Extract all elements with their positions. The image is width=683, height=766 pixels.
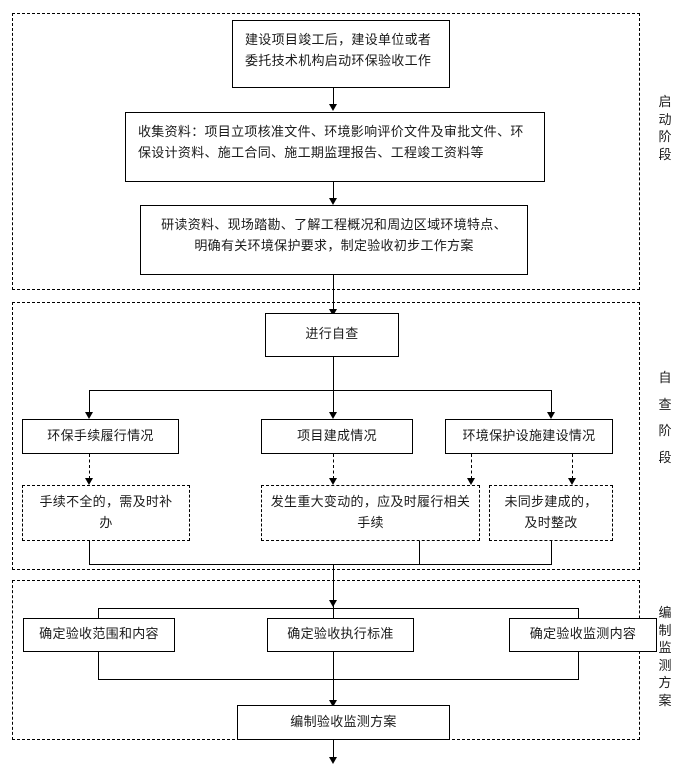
node-start-project-label: 建设项目竣工后，建设单位或者委托技术机构启动环保验收工作 <box>245 33 432 70</box>
arrowhead-check-completion <box>329 412 337 419</box>
node-self-check[interactable]: 进行自查 <box>265 313 399 357</box>
connector-scope-down <box>98 652 99 680</box>
node-check-procedures[interactable]: 环保手续履行情况 <box>22 419 179 454</box>
phase-label-monitoring-plan-char-3: 测 <box>658 658 672 674</box>
node-remedy-facilities-label: 未同步建成的，及时整改 <box>504 494 598 531</box>
connector-compile-exit <box>333 740 334 758</box>
connector-start-to-collect <box>333 88 334 105</box>
connector-bus-to-facilities <box>551 390 552 413</box>
phase-label-self-inspection-char-0: 自 <box>658 371 672 386</box>
arrowhead-check-facilities <box>547 412 555 419</box>
connector-bus-to-standard <box>333 608 334 623</box>
connector-standard-down <box>333 652 334 680</box>
connector-bus-to-procedures <box>89 390 90 413</box>
node-remedy-facilities[interactable]: 未同步建成的，及时整改 <box>489 485 613 541</box>
node-remedy-changes[interactable]: 发生重大变动的，应及时履行相关手续 <box>261 485 480 541</box>
connector-monitoring-fanout-bus <box>98 608 578 609</box>
node-check-completion-label: 项目建成情况 <box>297 428 377 444</box>
connector-study-to-selfcheck <box>333 275 334 310</box>
connector-bus-to-monitor-content <box>578 608 579 623</box>
phase-label-startup-char-1: 动 <box>658 112 672 128</box>
phase-label-self-inspection: 自 查 阶 段 <box>652 370 678 476</box>
arrowhead-compile-plan <box>329 700 337 707</box>
node-exec-standard[interactable]: 确定验收执行标准 <box>267 618 414 652</box>
phase-label-self-inspection-char-2: 阶 <box>658 424 672 440</box>
connector-facilities-to-remedy-changes <box>471 454 472 479</box>
phase-label-monitoring-plan-char-1: 制 <box>658 623 672 639</box>
node-check-completion[interactable]: 项目建成情况 <box>261 419 413 454</box>
node-remedy-procedures[interactable]: 手续不全的，需及时补办 <box>22 485 190 541</box>
connector-completion-to-remedy <box>333 454 334 479</box>
arrowhead-study-materials <box>329 198 337 205</box>
arrowhead-monitoring-trunk <box>329 600 337 607</box>
node-monitor-content[interactable]: 确定验收监测内容 <box>509 618 657 652</box>
node-collect-materials[interactable]: 收集资料：项目立项核准文件、环境影响评价文件及审批文件、环保设计资料、施工合同、… <box>125 112 545 182</box>
arrowhead-remedy-facilities <box>568 478 576 485</box>
connector-facilities-to-remedy-facilities <box>572 454 573 479</box>
arrowhead-self-check <box>329 309 337 316</box>
connector-selfcheck-bus <box>89 390 551 391</box>
node-remedy-procedures-label: 手续不全的，需及时补办 <box>39 494 173 531</box>
phase-label-startup-char-2: 阶 <box>658 130 672 146</box>
arrowhead-check-procedures <box>85 412 93 419</box>
node-study-materials[interactable]: 研读资料、现场踏勘、了解工程概况和周边区域环境特点、明确有关环境保护要求，制定验… <box>140 205 528 275</box>
connector-procedures-to-remedy <box>89 454 90 479</box>
arrowhead-collect-materials <box>329 104 337 111</box>
node-monitor-content-label: 确定验收监测内容 <box>529 627 637 643</box>
phase-label-monitoring-plan: 编 制 监 测 方 案 <box>652 605 678 710</box>
phase-label-self-inspection-char-1: 查 <box>658 397 672 413</box>
connector-monitoring-merge-bus <box>98 679 579 680</box>
node-start-project[interactable]: 建设项目竣工后，建设单位或者委托技术机构启动环保验收工作 <box>232 20 450 88</box>
arrowhead-remedy-changes-alt <box>467 478 475 485</box>
connector-bus-to-completion <box>333 390 334 413</box>
arrowhead-flow-exit <box>329 757 337 764</box>
phase-label-monitoring-plan-char-4: 方 <box>658 676 672 692</box>
node-compile-plan-label: 编制验收监测方案 <box>290 714 397 730</box>
connector-remedy-facilities-down <box>551 541 552 565</box>
node-remedy-changes-label: 发生重大变动的，应及时履行相关手续 <box>270 494 471 531</box>
node-check-procedures-label: 环保手续履行情况 <box>47 428 154 444</box>
phase-label-startup: 启 动 阶 段 <box>652 94 678 164</box>
arrowhead-remedy-procedures <box>85 478 93 485</box>
connector-remedy-procedures-down <box>89 541 90 565</box>
node-collect-materials-label: 收集资料：项目立项核准文件、环境影响评价文件及审批文件、环保设计资料、施工合同、… <box>138 125 524 162</box>
phase-label-startup-char-3: 段 <box>658 147 672 163</box>
node-exec-standard-label: 确定验收执行标准 <box>287 627 394 643</box>
phase-container-startup <box>12 13 640 290</box>
connector-remedy-merge-bus <box>89 564 552 565</box>
node-scope-content-label: 确定验收范围和内容 <box>39 627 159 643</box>
phase-label-startup-char-0: 启 <box>658 95 672 110</box>
connector-collect-to-study <box>333 182 334 199</box>
connector-selfcheck-to-monitoring <box>333 564 334 608</box>
phase-label-monitoring-plan-char-0: 编 <box>658 606 672 621</box>
node-scope-content[interactable]: 确定验收范围和内容 <box>23 618 175 652</box>
node-check-facilities[interactable]: 环境保护设施建设情况 <box>445 419 613 454</box>
connector-remedy-changes-down <box>419 541 420 565</box>
phase-label-monitoring-plan-char-5: 案 <box>658 693 672 709</box>
phase-container-self-inspection <box>12 302 640 570</box>
node-compile-plan[interactable]: 编制验收监测方案 <box>237 705 450 740</box>
arrowhead-remedy-changes <box>329 478 337 485</box>
phase-label-self-inspection-char-3: 段 <box>658 450 672 466</box>
node-check-facilities-label: 环境保护设施建设情况 <box>462 428 596 444</box>
connector-selfcheck-trunk <box>333 357 334 390</box>
node-study-materials-label: 研读资料、现场踏勘、了解工程概况和周边区域环境特点、明确有关环境保护要求，制定验… <box>161 218 507 255</box>
connector-merge-to-compile <box>333 679 334 702</box>
connector-bus-to-scope <box>98 608 99 623</box>
node-self-check-label: 进行自查 <box>305 327 359 343</box>
connector-monitor-content-down <box>578 652 579 680</box>
phase-label-monitoring-plan-char-2: 监 <box>658 641 672 657</box>
